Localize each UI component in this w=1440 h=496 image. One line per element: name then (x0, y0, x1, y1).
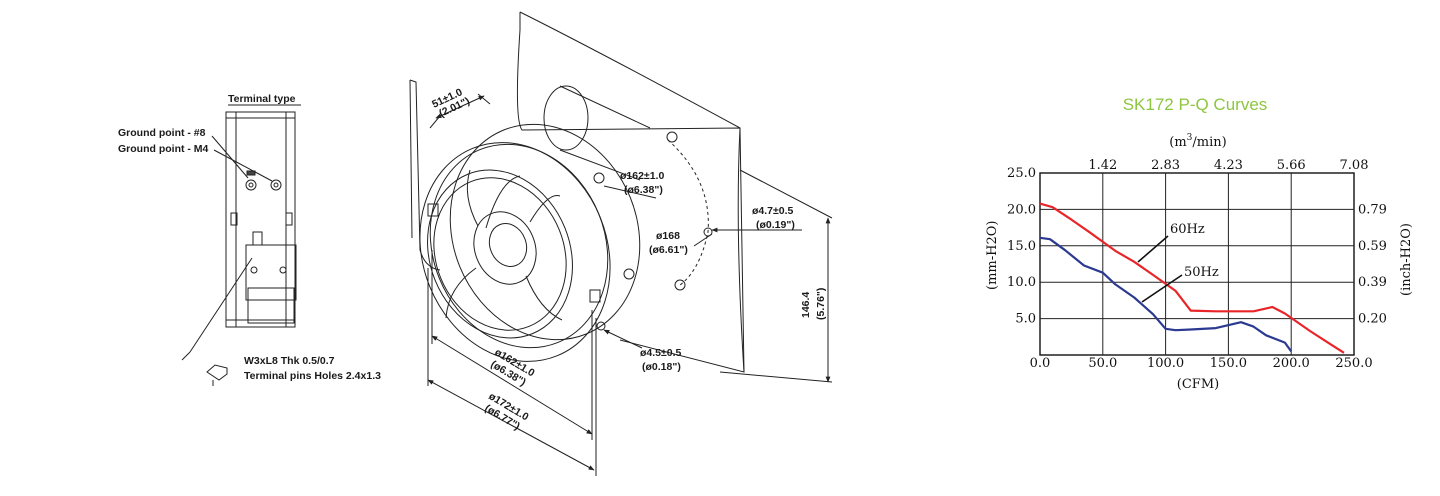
y2-tick-label: 0.59 (1358, 239, 1387, 254)
ground-point-m4-label: Ground point - M4 (118, 143, 209, 155)
pin-spec-label: W3xL8 Thk 0.5/0.7 (244, 355, 335, 367)
dia168-inch-label: (ø6.61") (649, 244, 688, 256)
fan-dimension-labels: 51±1.0 (2.01") ø162±1.0 (ø6.38") ø168 (ø… (430, 86, 827, 432)
chart-x2-label: (m3/min) (1169, 133, 1226, 150)
x-tick-label: 250.0 (1335, 356, 1372, 371)
x-tick-label: 50.0 (1088, 356, 1117, 371)
y-tick-label: 15.0 (1007, 239, 1036, 254)
fan-isometric-view (409, 11, 833, 476)
y2-tick-label: 0.39 (1358, 275, 1387, 290)
terminal-side-view: Terminal type (181, 93, 301, 386)
chart-y2-label: (inch-H2O) (1399, 223, 1414, 296)
x-tick-label: 0.0 (1030, 356, 1051, 371)
plot-frame (1039, 172, 1355, 356)
chart-title: SK172 P-Q Curves (1123, 95, 1268, 114)
y-tick-label: 10.0 (1007, 275, 1036, 290)
pin-holes-label: Terminal pins Holes 2.4x1.3 (244, 370, 381, 382)
x2-tick-label: 7.08 (1340, 158, 1369, 173)
x-tick-label: 150.0 (1210, 356, 1247, 371)
y-tick-label: 25.0 (1007, 166, 1036, 181)
terminal-type-title: Terminal type (228, 93, 296, 105)
series-60hz-label: 60Hz (1170, 222, 1205, 237)
y2-tick-label: 0.79 (1358, 202, 1387, 217)
label-50hz-leader (1141, 274, 1183, 303)
ground-point-8-label: Ground point - #8 (118, 127, 206, 139)
hole47-inch-label: (ø0.19") (756, 219, 795, 231)
chart-grid (1039, 172, 1355, 356)
height-label: 146.4 (800, 292, 812, 318)
hole45-label: ø4.5±0.5 (640, 347, 682, 359)
y-tick-label: 5.0 (1015, 312, 1036, 327)
label-60hz-leader (1137, 235, 1169, 263)
chart-series (1039, 202, 1345, 354)
hole47-label: ø4.7±0.5 (752, 205, 794, 217)
dia162-top-label: ø162±1.0 (620, 170, 664, 182)
x2-tick-label: 5.66 (1277, 158, 1306, 173)
dia168-label: ø168 (656, 230, 680, 242)
series-50hz-label: 50Hz (1184, 265, 1219, 280)
x2-tick-label: 4.23 (1214, 158, 1243, 173)
height-inch-label: (5.76") (815, 288, 827, 320)
chart-ticks: 0.0 50.0 100.0 150.0 200.0 250.0 1.42 2.83 4.23 5… (1007, 158, 1387, 371)
x2-tick-label: 2.83 (1151, 158, 1180, 173)
series-line-60hz (1039, 202, 1345, 354)
y-tick-label: 20.0 (1007, 202, 1036, 217)
x-tick-label: 200.0 (1273, 356, 1310, 371)
pq-chart: SK172 P-Q Curves (m3/min) 0.0 50.0 100.0 15… (985, 95, 1414, 392)
x-tick-label: 100.0 (1147, 356, 1184, 371)
series-line-50hz (1039, 236, 1293, 353)
dia162-top-inch-label: (ø6.38") (624, 184, 663, 196)
y2-tick-label: 0.20 (1358, 312, 1387, 327)
chart-y-label: (mm-H2O) (985, 221, 1000, 290)
x2-tick-label: 1.42 (1088, 158, 1117, 173)
hole45-inch-label: (ø0.18") (642, 361, 681, 373)
chart-x-label: (CFM) (1177, 377, 1219, 392)
